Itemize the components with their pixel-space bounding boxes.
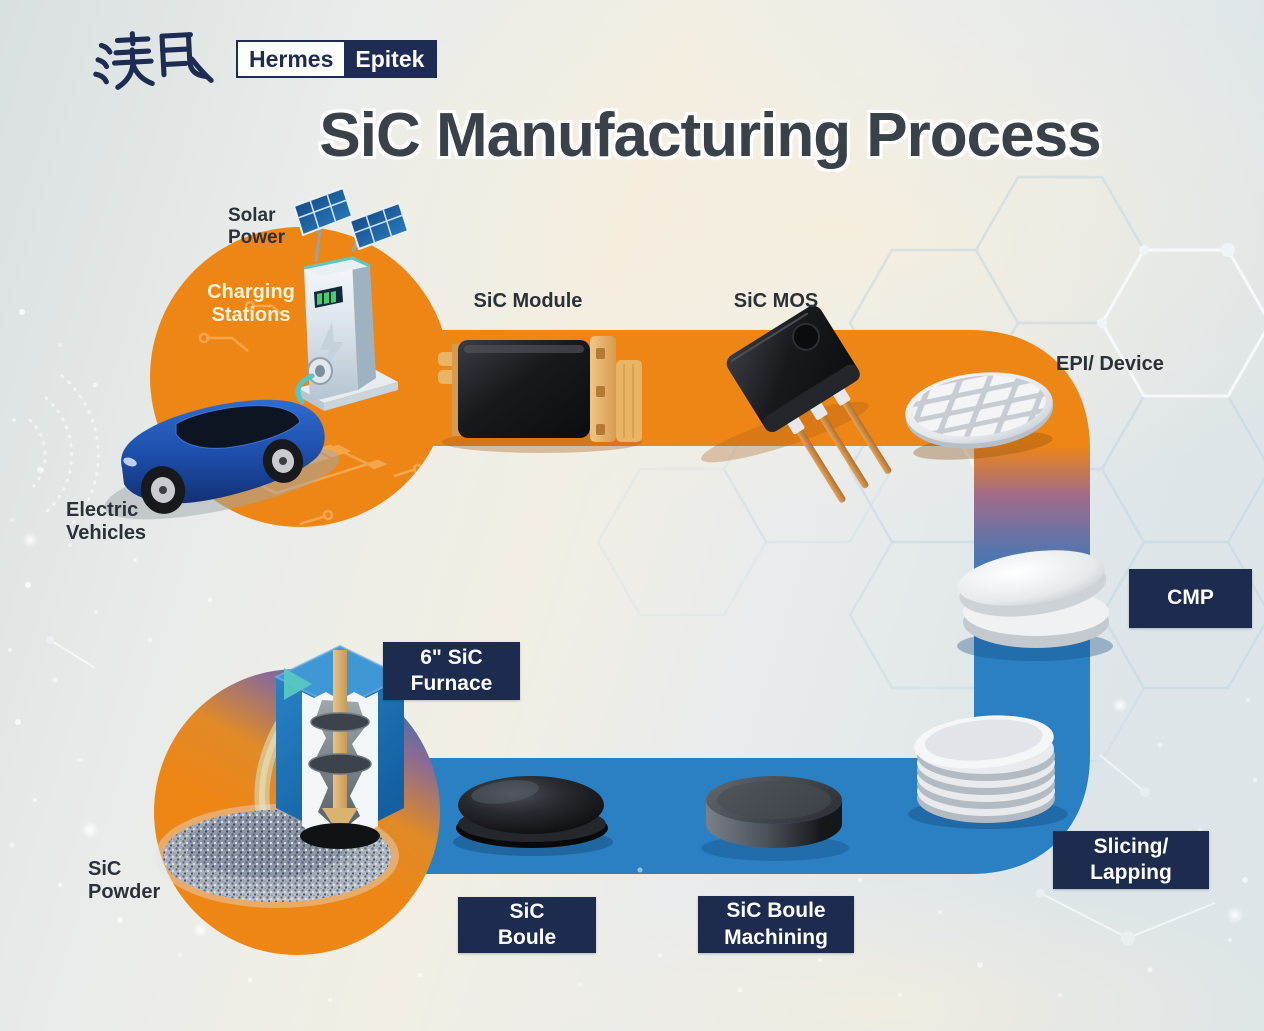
charging-station (295, 227, 398, 411)
label-sic-mos: SiC MOS (733, 290, 819, 312)
hermes-chinese-calligraphy (93, 31, 214, 90)
tag-sic-boule: SiC Boule (458, 897, 596, 953)
label-epi-device: EPI/ Device (1056, 353, 1164, 375)
label-solar-power: Solar Power (228, 205, 286, 248)
car-windows (175, 405, 301, 449)
tag-slicing-lapping: Slicing/ Lapping (1053, 831, 1209, 889)
label-charging-stations: Charging Stations (207, 281, 295, 326)
label-sic-module: SiC Module (473, 290, 583, 312)
brand-wordmark: Hermes Epitek (236, 40, 438, 78)
brand-hermes: Hermes (238, 42, 345, 76)
sic-furnace (273, 644, 407, 849)
solar-panels (293, 187, 409, 250)
hermes-epitek-logo: Hermes Epitek (92, 26, 438, 92)
label-electric-vehicles: Electric Vehicles (66, 499, 147, 544)
tag-cmp: CMP (1129, 569, 1252, 628)
sic-mos-package (701, 305, 892, 503)
signal-arcs (28, 374, 100, 536)
page-title: SiC Manufacturing Process (319, 101, 1101, 170)
sic-boule-ingot (453, 776, 613, 856)
machined-boule (701, 776, 849, 861)
brand-epitek: Epitek (344, 42, 436, 76)
cmp-wafer (957, 550, 1113, 661)
epi-wafer (905, 372, 1054, 460)
label-sic-powder: SiC Powder (88, 858, 161, 903)
sic-module-package (438, 336, 642, 453)
tag-sic-furnace: 6" SiC Furnace (383, 642, 520, 700)
tag-sic-boule-machining: SiC Boule Machining (698, 896, 854, 953)
wafer-stack (908, 715, 1068, 829)
electric-car (104, 399, 340, 520)
constellation-lines (46, 636, 1216, 945)
feed-arrow (284, 668, 312, 700)
